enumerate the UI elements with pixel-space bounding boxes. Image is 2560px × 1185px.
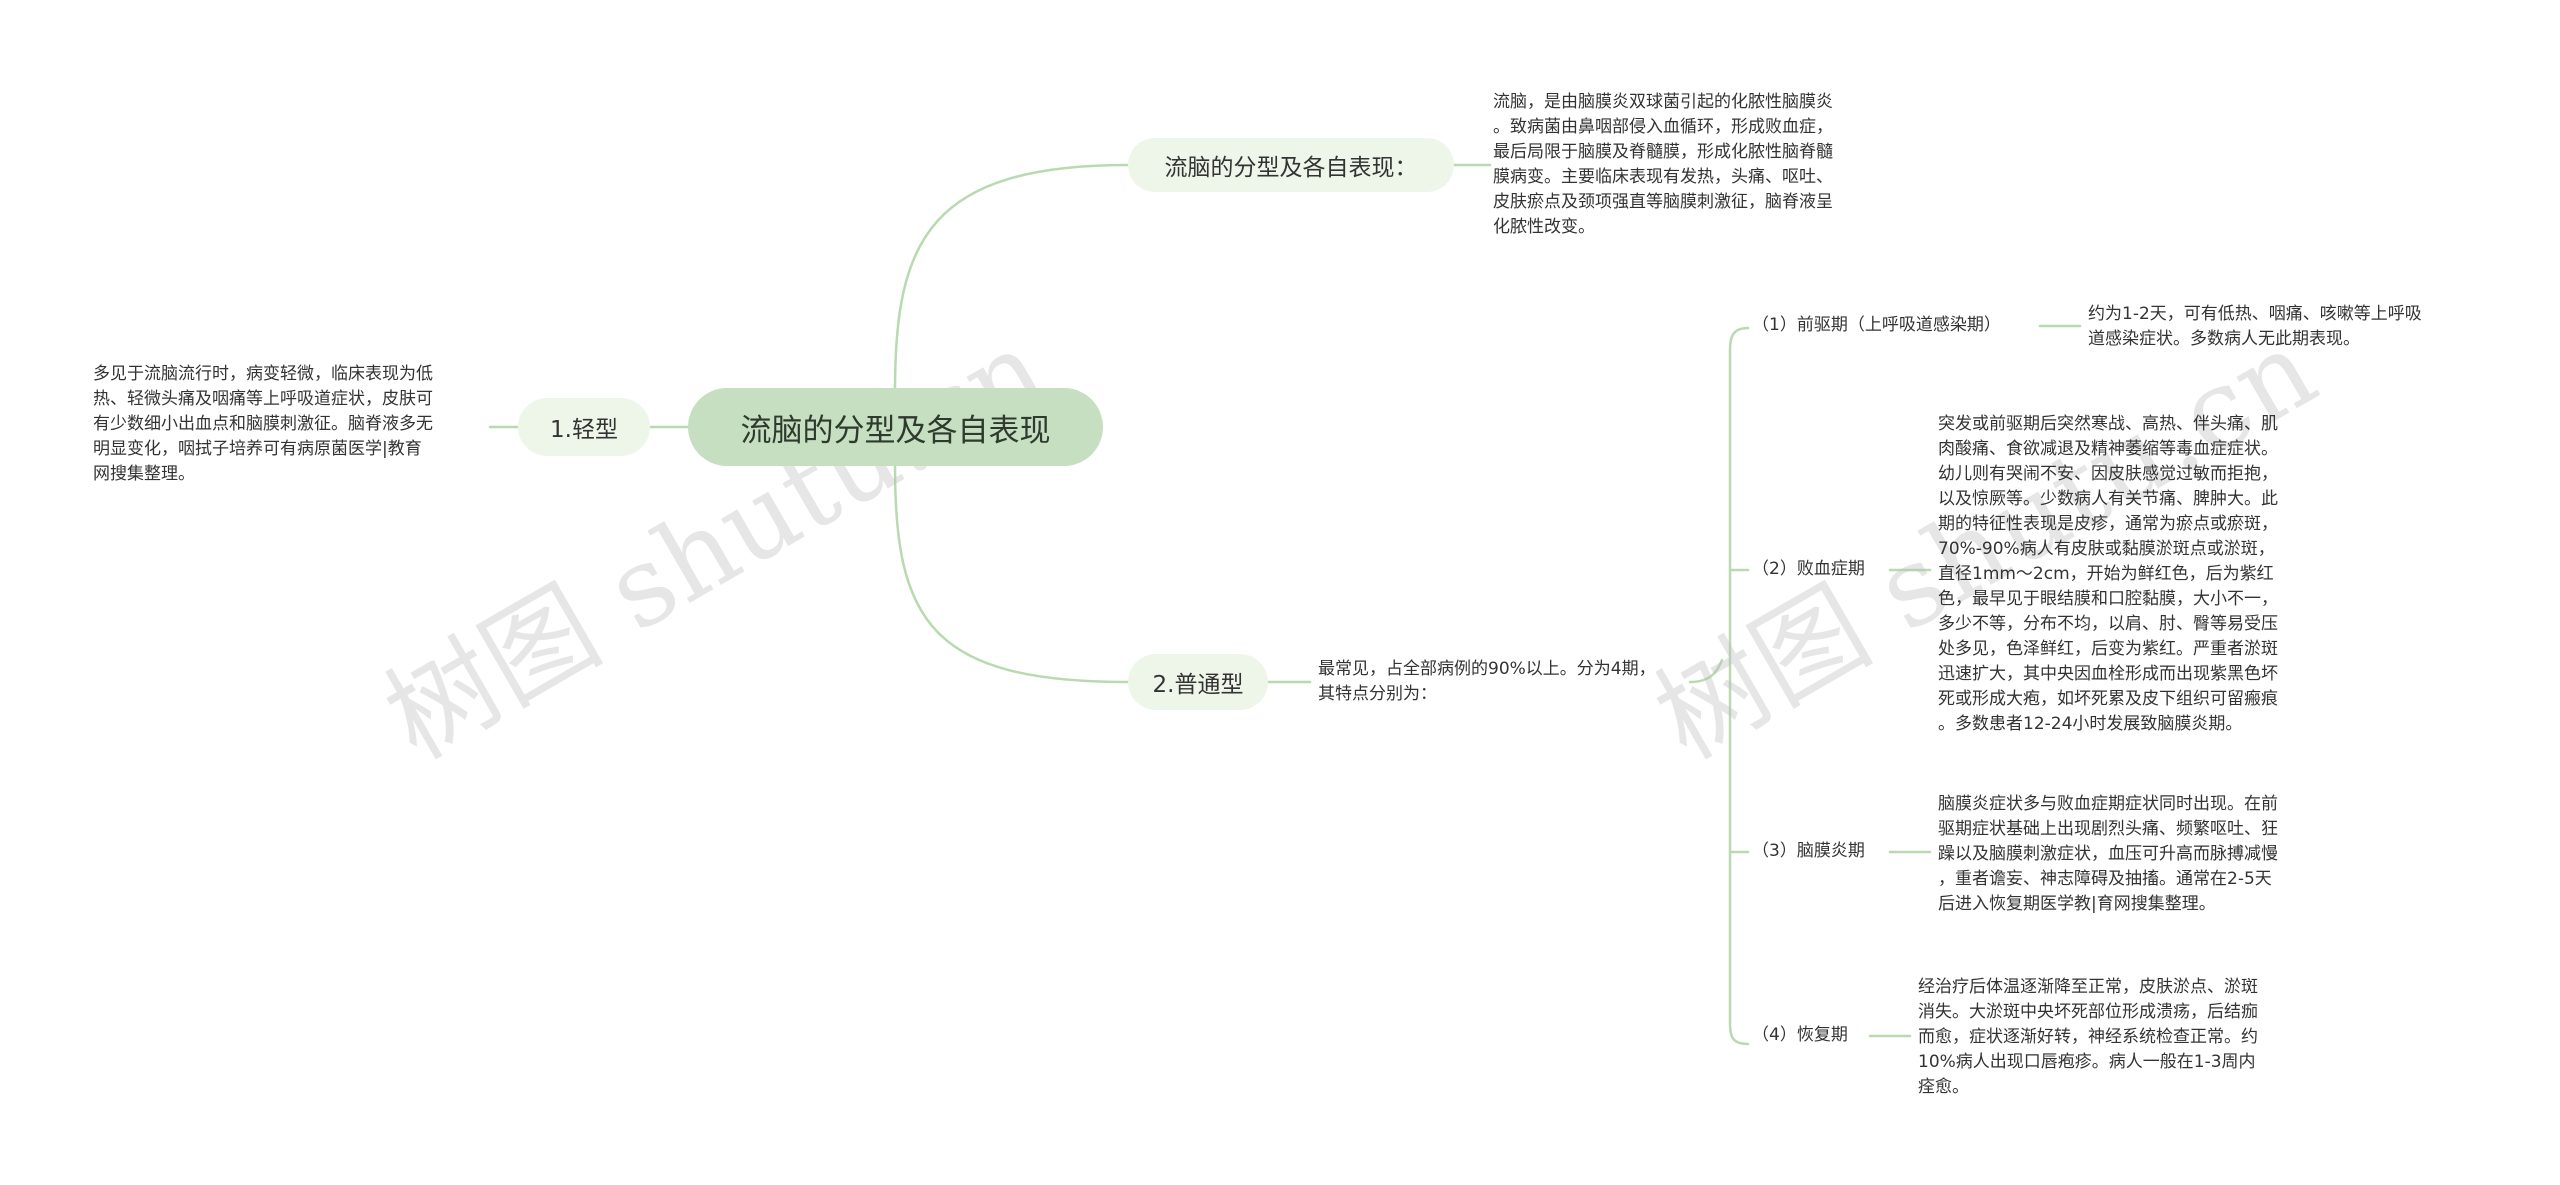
- edge-root-intro: [893, 163, 1130, 392]
- intro-text: 流脑，是由脑膜炎双球菌引起的化脓性脑膜炎 。致病菌由鼻咽部侵入血循环，形成败血症…: [1493, 92, 1833, 237]
- branch-intro[interactable]: 流脑的分型及各自表现：: [1128, 138, 1454, 192]
- stage-3-text: 脑膜炎症状多与败血症期症状同时出现。在前 驱期症状基础上出现剧烈头痛、频繁呕吐、…: [1938, 794, 2278, 914]
- root-topic[interactable]: 流脑的分型及各自表现: [688, 388, 1103, 466]
- stage-1-label[interactable]: （1）前驱期（上呼吸道感染期）: [1752, 315, 2001, 335]
- branch-mild[interactable]: 1.轻型: [518, 398, 650, 456]
- stage-1-text: 约为1-2天，可有低热、咽痛、咳嗽等上呼吸 道感染症状。多数病人无此期表现。: [2088, 304, 2422, 349]
- edge-common-bracket: [1688, 658, 1724, 684]
- stage-3-label[interactable]: （3）脑膜炎期: [1752, 841, 1865, 861]
- stage-2-label[interactable]: （2）败血症期: [1752, 559, 1865, 579]
- common-text: 最常见，占全部病例的90%以上。分为4期， 其特点分别为：: [1318, 659, 1656, 704]
- mild-text: 多见于流脑流行时，病变轻微，临床表现为低 热、轻微头痛及咽痛等上呼吸道症状，皮肤…: [93, 364, 433, 484]
- stage-bracket: [1728, 326, 1750, 1046]
- branch-common[interactable]: 2.普通型: [1128, 654, 1268, 710]
- edge-root-common: [893, 464, 1130, 684]
- stage-4-text: 经治疗后体温逐渐降至正常，皮肤淤点、淤斑 消失。大淤斑中央坏死部位形成溃疡，后结…: [1918, 977, 2258, 1097]
- stage-2-text: 突发或前驱期后突然寒战、高热、伴头痛、肌 肉酸痛、食欲减退及精神萎缩等毒血症症状…: [1938, 414, 2278, 734]
- stage-4-label[interactable]: （4）恢复期: [1752, 1025, 1848, 1045]
